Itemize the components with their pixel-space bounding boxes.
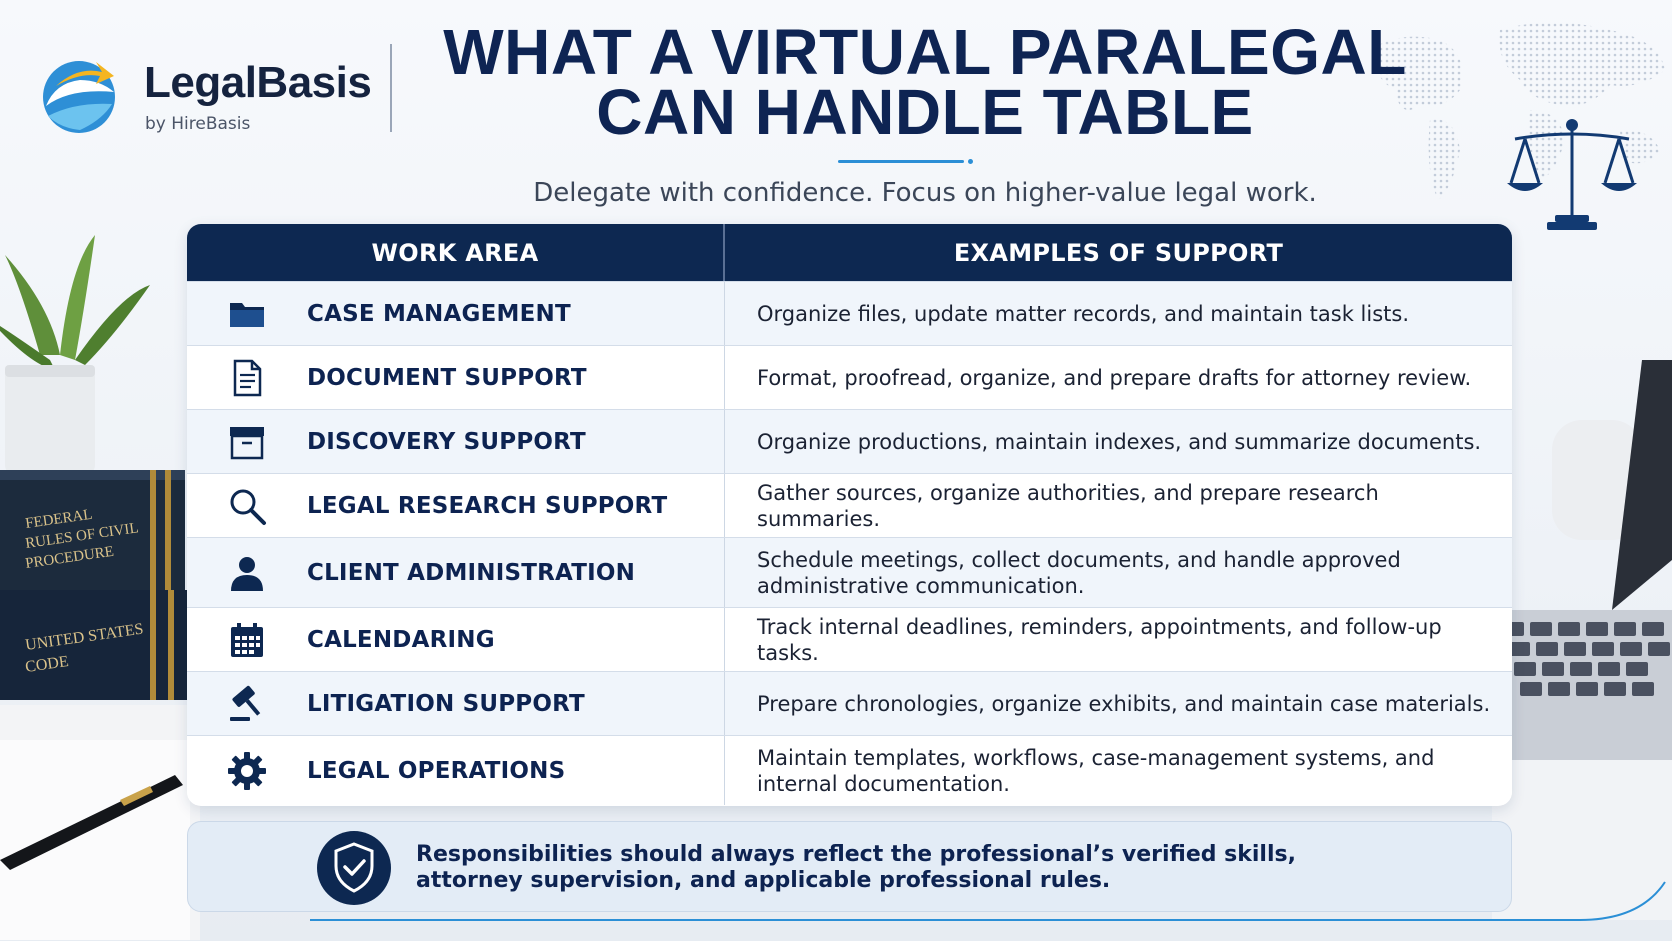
law-books-decoration: FEDERAL RULES OF CIVIL PROCEDURE UNITED …	[0, 470, 200, 940]
title-underline-dot	[968, 159, 973, 164]
title-line-2: CAN HANDLE TABLE	[596, 76, 1254, 148]
compliance-note: Responsibilities should always reflect t…	[187, 821, 1512, 912]
world-map-decoration	[1370, 22, 1665, 200]
table-row: CALENDARING Track internal deadlines, re…	[187, 607, 1512, 671]
table-header: WORK AREA EXAMPLES OF SUPPORT	[187, 224, 1512, 281]
example-cell: Gather sources, organize authorities, an…	[757, 480, 1379, 531]
example-cell: Maintain templates, workflows, case-mana…	[757, 745, 1435, 796]
example-cell: Prepare chronologies, organize exhibits,…	[757, 691, 1491, 716]
accent-swoosh	[310, 881, 1666, 921]
work-area-label: DOCUMENT SUPPORT	[307, 364, 587, 391]
table-row: DOCUMENT SUPPORT Format, proofread, orga…	[187, 345, 1512, 409]
title-underline	[838, 160, 964, 163]
table-row: DISCOVERY SUPPORT Organize productions, …	[187, 409, 1512, 473]
work-area-label: LEGAL RESEARCH SUPPORT	[307, 492, 668, 519]
work-area-label: CLIENT ADMINISTRATION	[307, 559, 636, 586]
work-area-label: CASE MANAGEMENT	[307, 300, 571, 327]
brand-divider	[390, 44, 392, 132]
gavel-icon	[230, 685, 261, 721]
work-area-label: DISCOVERY SUPPORT	[307, 428, 586, 455]
work-area-cell: LEGAL OPERATIONS	[187, 736, 725, 805]
table-body: CASE MANAGEMENT Organize files, update m…	[187, 281, 1512, 805]
page-title: WHAT A VIRTUAL PARALEGAL CAN HANDLE TABL…	[420, 16, 1430, 148]
archive-box-icon	[230, 426, 264, 459]
magnifier-icon	[230, 489, 266, 525]
table-row: LEGAL OPERATIONS Maintain templates, wor…	[187, 735, 1512, 805]
legalbasis-logo-icon	[43, 61, 115, 133]
work-area-cell: LEGAL RESEARCH SUPPORT	[187, 474, 725, 537]
table-row: LEGAL RESEARCH SUPPORT Gather sources, o…	[187, 473, 1512, 537]
work-area-label: LEGAL OPERATIONS	[307, 757, 566, 784]
plant-decoration	[0, 235, 150, 475]
example-cell: Track internal deadlines, reminders, app…	[757, 614, 1442, 665]
book2-label-line2: CODE	[24, 653, 70, 676]
brand-subtitle: by HireBasis	[145, 114, 251, 134]
person-icon	[231, 556, 263, 591]
header-examples: EXAMPLES OF SUPPORT	[953, 238, 1284, 267]
work-area-cell: LITIGATION SUPPORT	[187, 672, 725, 735]
folder-icon	[230, 302, 264, 327]
page-subtitle: Delegate with confidence. Focus on highe…	[533, 178, 1317, 208]
support-table: WORK AREA EXAMPLES OF SUPPORT CASE MANAG…	[187, 224, 1512, 806]
note-line-2: attorney supervision, and applicable pro…	[416, 868, 1111, 893]
title-line-1: WHAT A VIRTUAL PARALEGAL	[443, 16, 1407, 88]
example-cell: Schedule meetings, collect documents, an…	[757, 547, 1401, 598]
work-area-label: LITIGATION SUPPORT	[307, 690, 585, 717]
header-work-area: WORK AREA	[187, 224, 725, 281]
note-line-1: Responsibilities should always reflect t…	[416, 842, 1296, 867]
laptop-decoration	[1492, 360, 1672, 920]
work-area-cell: CASE MANAGEMENT	[187, 282, 725, 345]
table-row: CASE MANAGEMENT Organize files, update m…	[187, 281, 1512, 345]
brand-name: LegalBasis	[144, 58, 372, 107]
example-cell: Format, proofread, organize, and prepare…	[757, 365, 1472, 390]
table-row: CLIENT ADMINISTRATION Schedule meetings,…	[187, 537, 1512, 607]
example-cell: Organize productions, maintain indexes, …	[757, 429, 1482, 454]
calendar-icon	[231, 622, 263, 657]
shield-check-icon	[317, 831, 391, 905]
work-area-label: CALENDARING	[307, 626, 495, 653]
gear-icon	[228, 751, 266, 790]
table-row: LITIGATION SUPPORT Prepare chronologies,…	[187, 671, 1512, 735]
work-area-cell: CLIENT ADMINISTRATION	[187, 538, 725, 607]
work-area-cell: CALENDARING	[187, 608, 725, 671]
document-icon	[233, 359, 262, 396]
work-area-cell: DISCOVERY SUPPORT	[187, 410, 725, 473]
example-cell: Organize files, update matter records, a…	[757, 301, 1410, 326]
scales-of-justice-icon	[1507, 119, 1637, 230]
work-area-cell: DOCUMENT SUPPORT	[187, 346, 725, 409]
